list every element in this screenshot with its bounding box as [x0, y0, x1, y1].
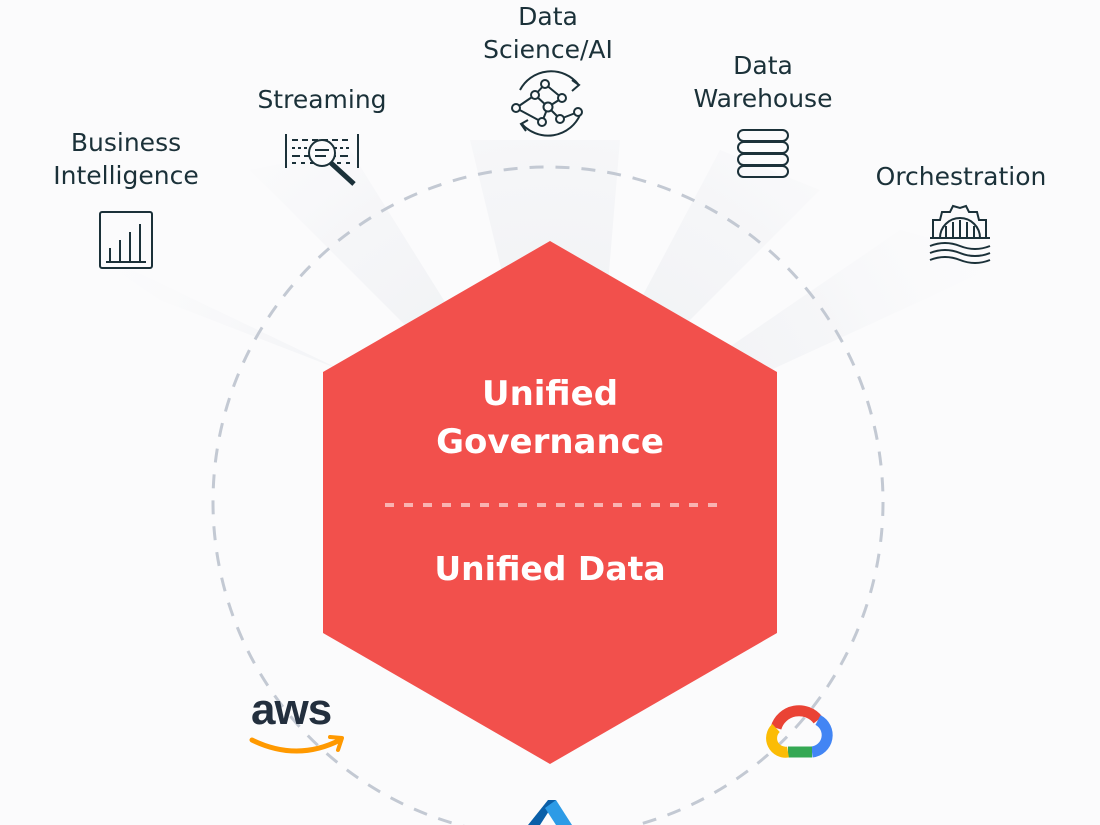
- label-streaming: Streaming: [257, 83, 386, 116]
- label-line: Streaming: [257, 85, 387, 114]
- aws-wordmark: aws: [251, 685, 332, 734]
- label-data-science: Data Science/AI: [483, 0, 613, 66]
- hexagon-title-line: Governance: [436, 422, 664, 462]
- hexagon-title-line: Unified Data: [434, 549, 666, 588]
- google-cloud-logo: [766, 705, 833, 758]
- label-business-intelligence: Business Intelligence: [53, 126, 198, 192]
- hexagon-title-line: Unified: [481, 374, 619, 414]
- label-line: Science/AI: [483, 35, 613, 64]
- label-line: Orchestration: [875, 162, 1047, 191]
- database-icon: [737, 129, 789, 178]
- gear-bridge-icon: [929, 204, 991, 264]
- unified-hexagon: [323, 241, 777, 764]
- hexagon-data-title: Unified Data: [434, 546, 665, 592]
- label-line: Business: [70, 128, 182, 157]
- label-line: Intelligence: [53, 161, 199, 190]
- label-orchestration: Orchestration: [876, 160, 1047, 193]
- hexagon-governance-title: Unified Governance: [436, 370, 664, 466]
- label-line: Data: [518, 2, 578, 31]
- orbit-ring: [211, 165, 885, 825]
- network-nodes-icon: [511, 70, 583, 137]
- streaming-search-icon: [285, 134, 359, 186]
- label-line: Warehouse: [693, 84, 833, 113]
- label-line: Data: [733, 51, 793, 80]
- aws-logo: [249, 735, 344, 754]
- label-data-warehouse: Data Warehouse: [694, 49, 833, 115]
- bar-chart-icon: [99, 211, 153, 269]
- azure-logo: [528, 800, 572, 825]
